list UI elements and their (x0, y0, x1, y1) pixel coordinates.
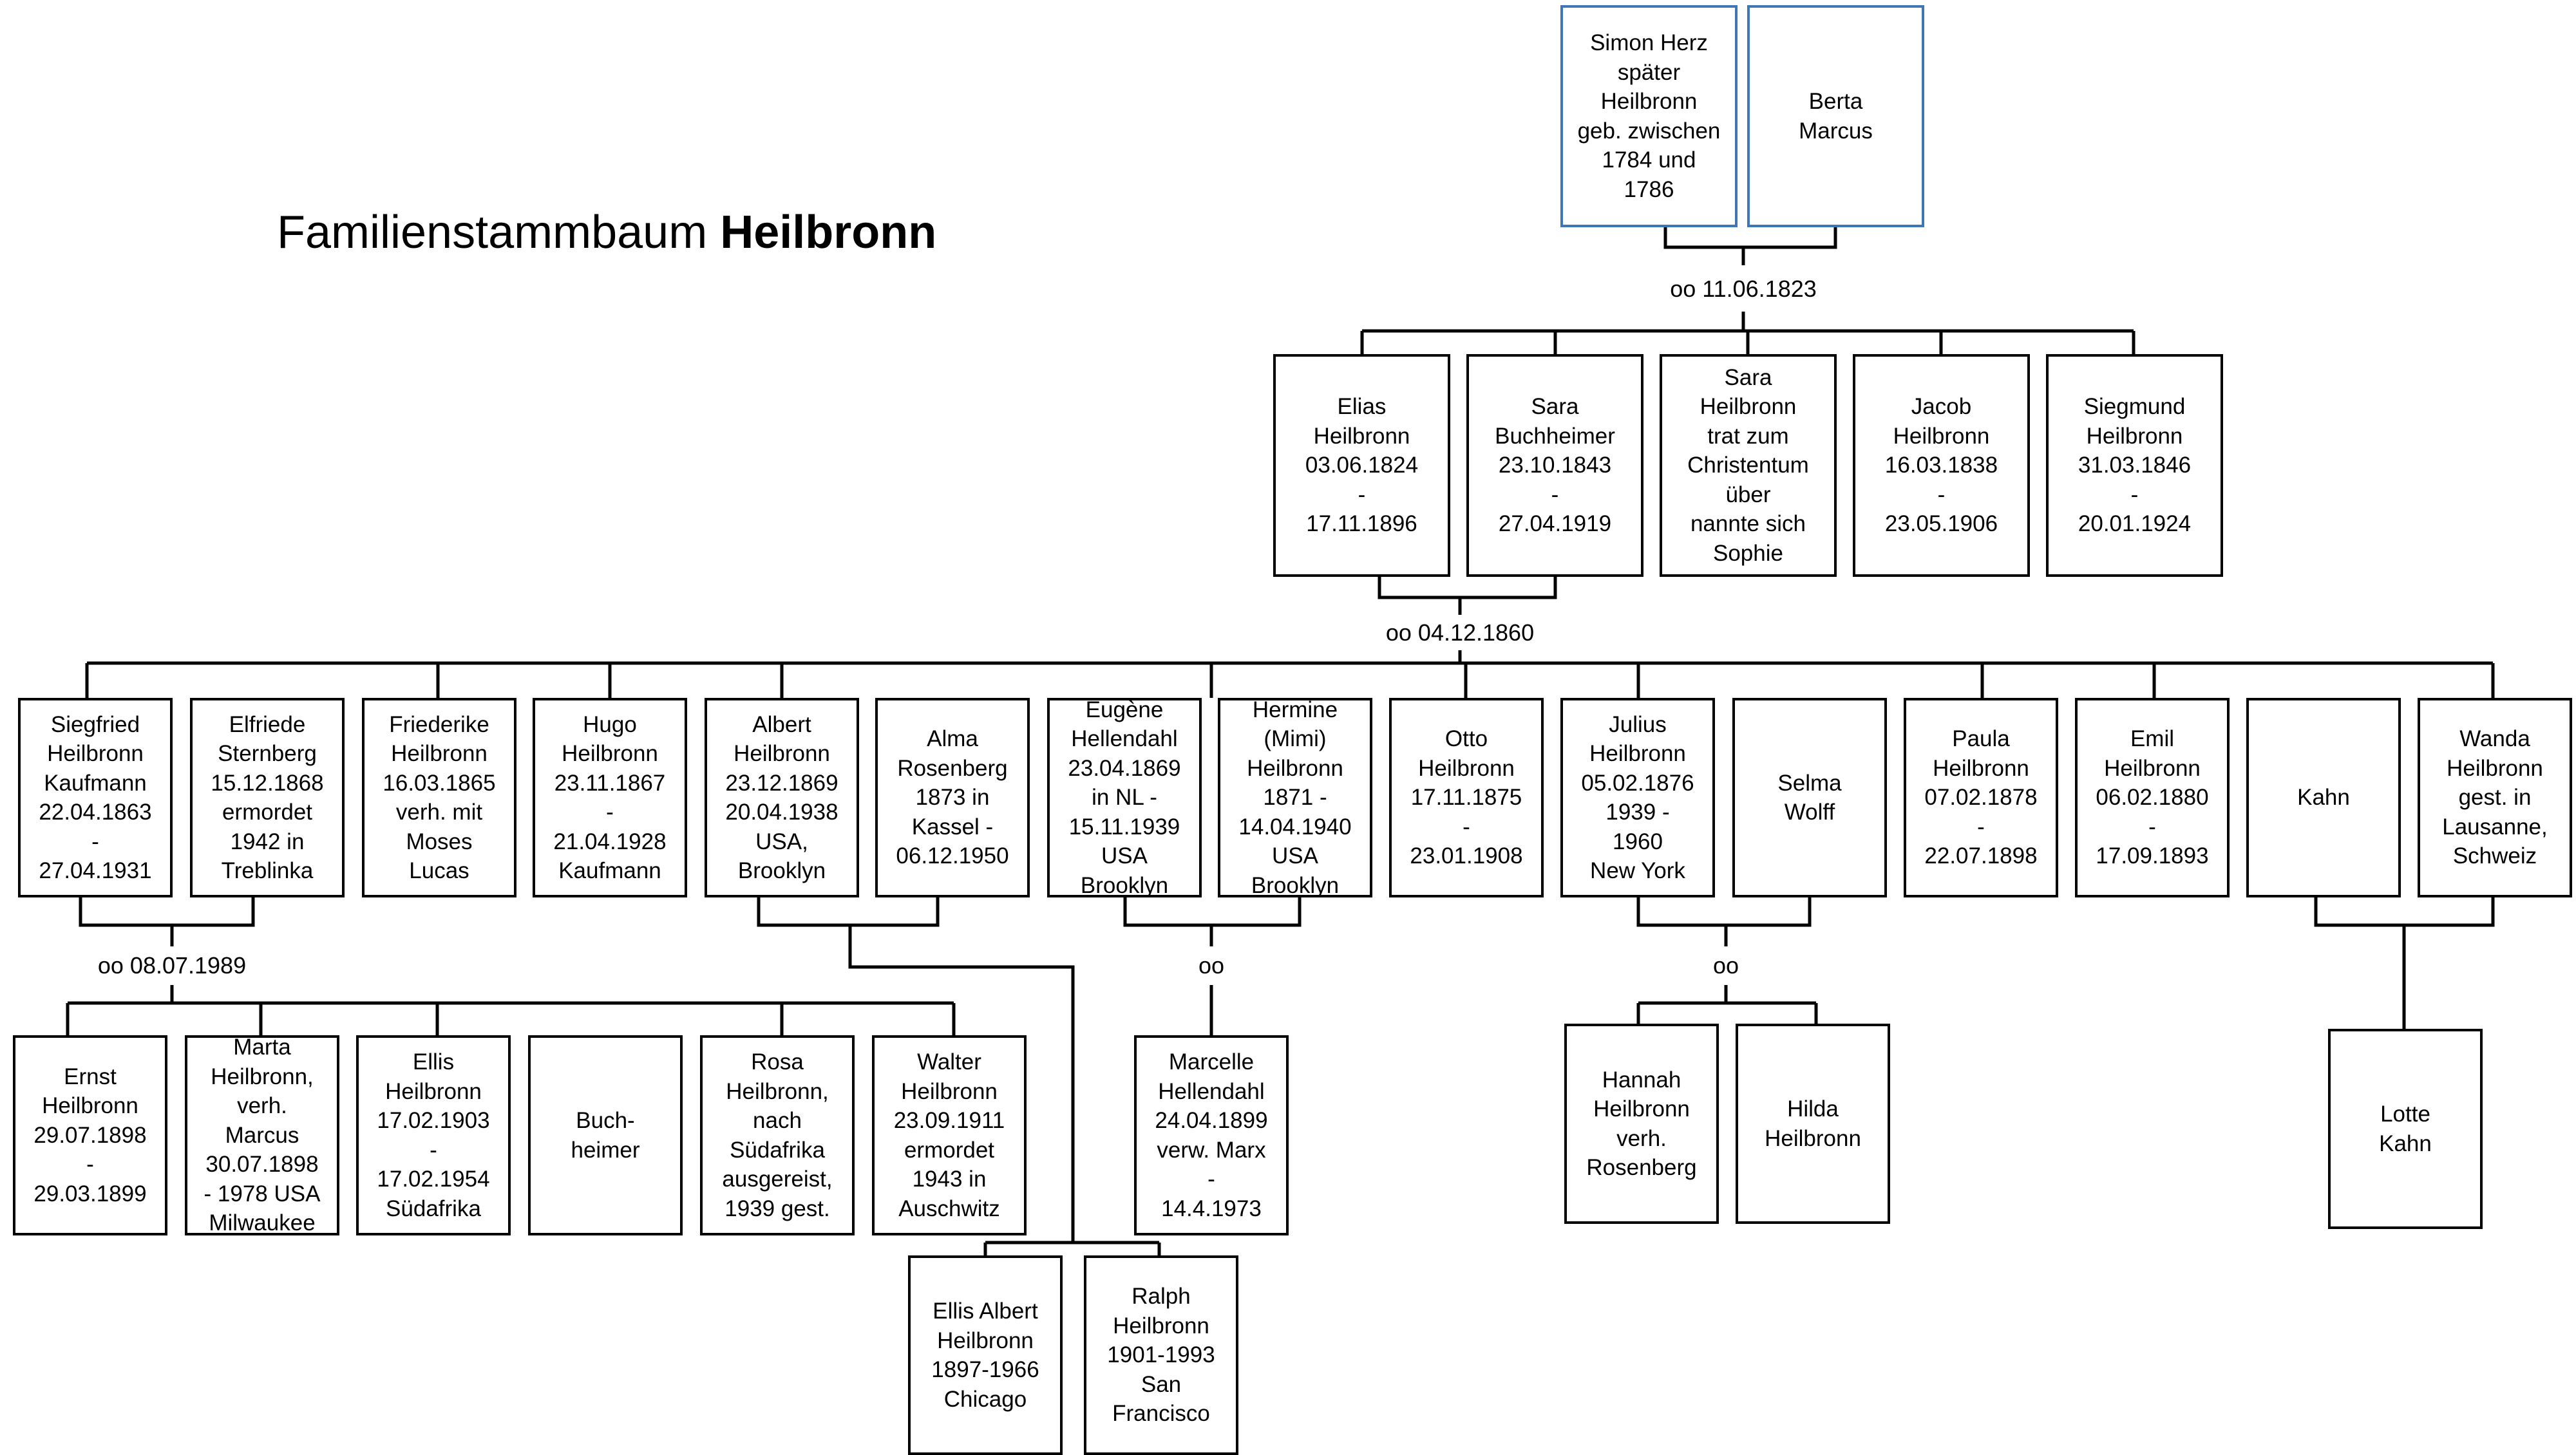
person-box-berta-marcus: Berta Marcus (1747, 5, 1924, 227)
person-box-wanda-heilbronn: Wanda Heilbronn gest. in Lausanne, Schwe… (2418, 698, 2572, 897)
person-text: Hermine (Mimi) Heilbronn 1871 - 14.04.19… (1238, 698, 1352, 897)
person-text: Buch- heimer (571, 1108, 640, 1163)
marriage-label: oo 11.06.1823 (1665, 276, 1822, 303)
person-box-sara-buchheimer: Sara Buchheimer 23.10.1843 - 27.04.1919 (1466, 354, 1643, 577)
person-text: Paula Heilbronn 07.02.1878 - 22.07.1898 (1924, 726, 2038, 869)
person-text: Elias Heilbronn 03.06.1824 - 17.11.1896 (1305, 394, 1419, 537)
person-box-ellis-albert-heilbronn: Ellis Albert Heilbronn 1897-1966 Chicago (908, 1255, 1063, 1455)
person-box-hannah-heilbronn: Hannah Heilbronn verh. Rosenberg (1564, 1024, 1719, 1224)
person-text: Siegfried Heilbronn Kaufmann 22.04.1863 … (39, 711, 152, 884)
person-text: Elfriede Sternberg 15.12.1868 ermordet 1… (211, 711, 324, 884)
person-box-ellis-heilbronn: Ellis Heilbronn 17.02.1903 - 17.02.1954 … (356, 1035, 511, 1235)
title-family-name: Heilbronn (720, 207, 937, 258)
person-box-walter-heilbronn: Walter Heilbronn 23.09.1911 ermordet 194… (872, 1035, 1027, 1235)
person-box-hilda-heilbronn: Hilda Heilbronn (1736, 1024, 1890, 1224)
person-text: Sara Heilbronn trat zum Christentum über… (1687, 364, 1809, 566)
person-text: Walter Heilbronn 23.09.1911 ermordet 194… (893, 1049, 1005, 1221)
person-text: Hugo Heilbronn 23.11.1867 - 21.04.1928 K… (553, 711, 667, 884)
person-box-elias-heilbronn: Elias Heilbronn 03.06.1824 - 17.11.1896 (1273, 354, 1450, 577)
person-box-selma-wolff: Selma Wolff (1732, 698, 1887, 897)
marriage-connector (1123, 897, 1302, 927)
person-box-siegmund-heilbronn: Siegmund Heilbronn 31.03.1846 - 20.01.19… (2046, 354, 2223, 577)
person-text: Ernst Heilbronn 29.07.1898 - 29.03.1899 (33, 1064, 147, 1206)
person-text: Julius Heilbronn 05.02.1876 1939 - 1960 … (1581, 711, 1694, 884)
person-box-ernst-heilbronn: Ernst Heilbronn 29.07.1898 - 29.03.1899 (13, 1035, 167, 1235)
title-prefix: Familienstammbaum (277, 207, 708, 258)
person-text: Hannah Heilbronn verh. Rosenberg (1586, 1067, 1697, 1181)
person-box-elfriede-sternberg: Elfriede Sternberg 15.12.1868 ermordet 1… (190, 698, 345, 897)
marriage-connector (757, 897, 940, 927)
person-box-lotte-kahn: Lotte Kahn (2328, 1029, 2483, 1229)
person-box-kahn: Kahn (2246, 698, 2401, 897)
person-text: Kahn (2297, 785, 2350, 811)
person-text: Ellis Heilbronn 17.02.1903 - 17.02.1954 … (377, 1049, 490, 1221)
person-box-friederike-heilbronn: Friederike Heilbronn 16.03.1865 verh. mi… (362, 698, 516, 897)
person-box-siegfried-heilbronn: Siegfried Heilbronn Kaufmann 22.04.1863 … (18, 698, 173, 897)
person-box-julius-heilbronn: Julius Heilbronn 05.02.1876 1939 - 1960 … (1560, 698, 1715, 897)
marriage-label: oo (1193, 952, 1230, 979)
person-text: Emil Heilbronn 06.02.1880 - 17.09.1893 (2096, 726, 2209, 869)
person-text: Hilda Heilbronn (1765, 1096, 1861, 1151)
person-box-rosa-heilbronn: Rosa Heilbronn, nach Südafrika ausgereis… (700, 1035, 855, 1235)
person-text: Simon Herz später Heilbronn geb. zwische… (1577, 30, 1721, 202)
person-text: Otto Heilbronn 17.11.1875 - 23.01.1908 (1410, 726, 1523, 869)
person-text: Marcelle Hellendahl 24.04.1899 verw. Mar… (1155, 1049, 1268, 1221)
person-text: Wanda Heilbronn gest. in Lausanne, Schwe… (2442, 726, 2548, 869)
person-box-simon-herz: Simon Herz später Heilbronn geb. zwische… (1560, 5, 1738, 227)
person-box-sara-heilbronn: Sara Heilbronn trat zum Christentum über… (1660, 354, 1837, 577)
person-text: Eugène Hellendahl 23.04.1869 in NL - 15.… (1068, 698, 1181, 897)
person-box-otto-heilbronn: Otto Heilbronn 17.11.1875 - 23.01.1908 (1389, 698, 1544, 897)
person-box-hugo-heilbronn: Hugo Heilbronn 23.11.1867 - 21.04.1928 K… (533, 698, 687, 897)
person-text: Albert Heilbronn 23.12.1869 20.04.1938 U… (725, 711, 838, 884)
person-box-albert-heilbronn: Albert Heilbronn 23.12.1869 20.04.1938 U… (705, 698, 859, 897)
person-text: Lotte Kahn (2379, 1102, 2432, 1156)
marriage-connector (79, 897, 255, 927)
marriage-label: oo (1707, 952, 1745, 979)
person-box-ralph-heilbronn: Ralph Heilbronn 1901-1993 San Francisco (1084, 1255, 1238, 1455)
person-text: Jacob Heilbronn 16.03.1838 - 23.05.1906 (1884, 394, 1998, 537)
person-text: Ralph Heilbronn 1901-1993 San Francisco (1107, 1284, 1215, 1427)
person-text: Alma Rosenberg 1873 in Kassel - 06.12.19… (896, 726, 1009, 869)
person-box-paula-heilbronn: Paula Heilbronn 07.02.1878 - 22.07.1898 (1904, 698, 2058, 897)
marriage-label: oo 04.12.1860 (1380, 619, 1540, 646)
marriage-connector (1636, 897, 1812, 927)
person-box-alma-rosenberg: Alma Rosenberg 1873 in Kassel - 06.12.19… (875, 698, 1030, 897)
person-text: Siegmund Heilbronn 31.03.1846 - 20.01.19… (2078, 394, 2192, 537)
person-box-eugene-hellendahl: Eugène Hellendahl 23.04.1869 in NL - 15.… (1047, 698, 1202, 897)
person-text: Friederike Heilbronn 16.03.1865 verh. mi… (383, 711, 496, 884)
person-text: Sara Buchheimer 23.10.1843 - 27.04.1919 (1495, 394, 1615, 537)
person-box-hermine-heilbronn: Hermine (Mimi) Heilbronn 1871 - 14.04.19… (1218, 698, 1372, 897)
person-text: Marta Heilbronn, verh. Marcus 30.07.1898… (204, 1035, 321, 1235)
person-box-buchheimer: Buch- heimer (528, 1035, 683, 1235)
person-box-emil-heilbronn: Emil Heilbronn 06.02.1880 - 17.09.1893 (2075, 698, 2230, 897)
marriage-label: oo 08.07.1989 (92, 952, 252, 979)
person-text: Rosa Heilbronn, nach Südafrika ausgereis… (722, 1049, 833, 1221)
person-box-marta-heilbronn: Marta Heilbronn, verh. Marcus 30.07.1898… (185, 1035, 339, 1235)
person-box-marcelle-hellendahl: Marcelle Hellendahl 24.04.1899 verw. Mar… (1134, 1035, 1289, 1235)
marriage-connector (2314, 897, 2495, 927)
person-text: Berta Marcus (1799, 89, 1873, 144)
person-box-jacob-heilbronn: Jacob Heilbronn 16.03.1838 - 23.05.1906 (1853, 354, 2030, 577)
marriage-connector (1378, 575, 1557, 599)
marriage-connector (1663, 225, 1837, 249)
person-text: Selma Wolff (1777, 770, 1842, 825)
page-title: Familienstammbaum Heilbronn (277, 206, 936, 259)
descent-line (848, 925, 1075, 1243)
person-text: Ellis Albert Heilbronn 1897-1966 Chicago (931, 1299, 1039, 1412)
